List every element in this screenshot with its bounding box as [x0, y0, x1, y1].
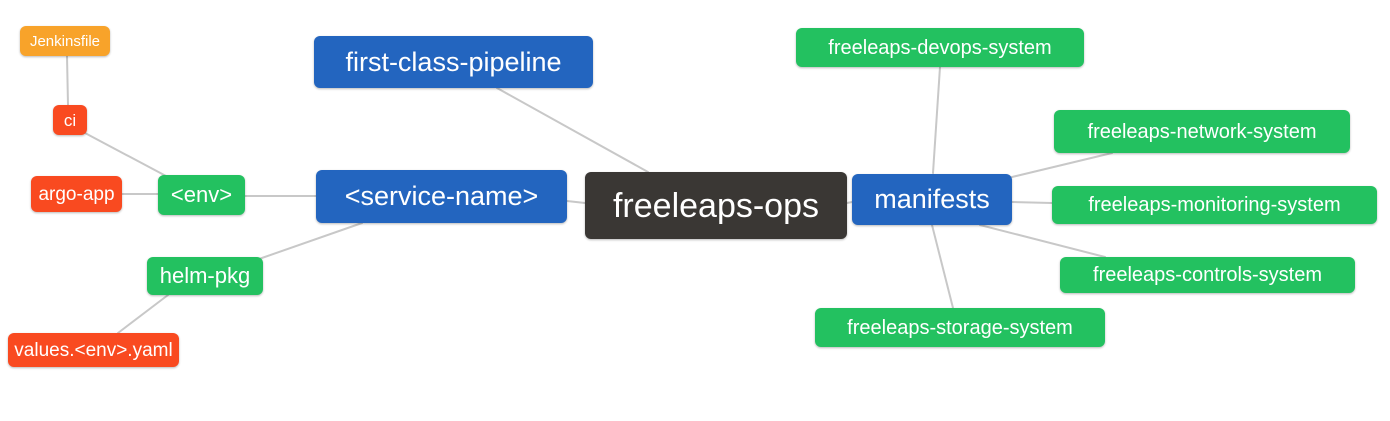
node-freeleaps-ops-root: freeleaps-ops — [585, 172, 847, 239]
edge-ci-env — [84, 132, 167, 177]
node-env: <env> — [158, 175, 245, 215]
node-ci: ci — [53, 105, 87, 135]
edge-pipeline-root — [496, 87, 649, 173]
node-freeleaps-monitoring-system: freeleaps-monitoring-system — [1052, 186, 1377, 224]
node-freeleaps-network-system: freeleaps-network-system — [1054, 110, 1350, 153]
edge-manifests-storage — [931, 224, 954, 309]
node-first-class-pipeline: first-class-pipeline — [314, 36, 593, 88]
edge-root-manifests — [846, 201, 853, 204]
edge-manifests-controls — [979, 224, 1106, 258]
node-manifests: manifests — [852, 174, 1012, 225]
edge-manifests-monitoring — [1011, 201, 1053, 204]
node-service-name: <service-name> — [316, 170, 567, 223]
edge-jenkinsfile-ci — [66, 55, 69, 106]
node-freeleaps-devops-system: freeleaps-devops-system — [796, 28, 1084, 67]
edge-service-name-helm-pkg — [258, 222, 363, 260]
edge-manifests-devops — [932, 66, 941, 174]
node-argo-app: argo-app — [31, 176, 122, 212]
node-values-env-yaml: values.<env>.yaml — [8, 333, 179, 367]
edge-manifests-network — [1011, 152, 1113, 178]
edge-helm-pkg-values — [117, 294, 169, 334]
node-freeleaps-storage-system: freeleaps-storage-system — [815, 308, 1105, 347]
edge-service-name-root — [566, 200, 586, 204]
node-freeleaps-controls-system: freeleaps-controls-system — [1060, 257, 1355, 293]
node-helm-pkg: helm-pkg — [147, 257, 263, 295]
node-jenkinsfile: Jenkinsfile — [20, 26, 110, 56]
